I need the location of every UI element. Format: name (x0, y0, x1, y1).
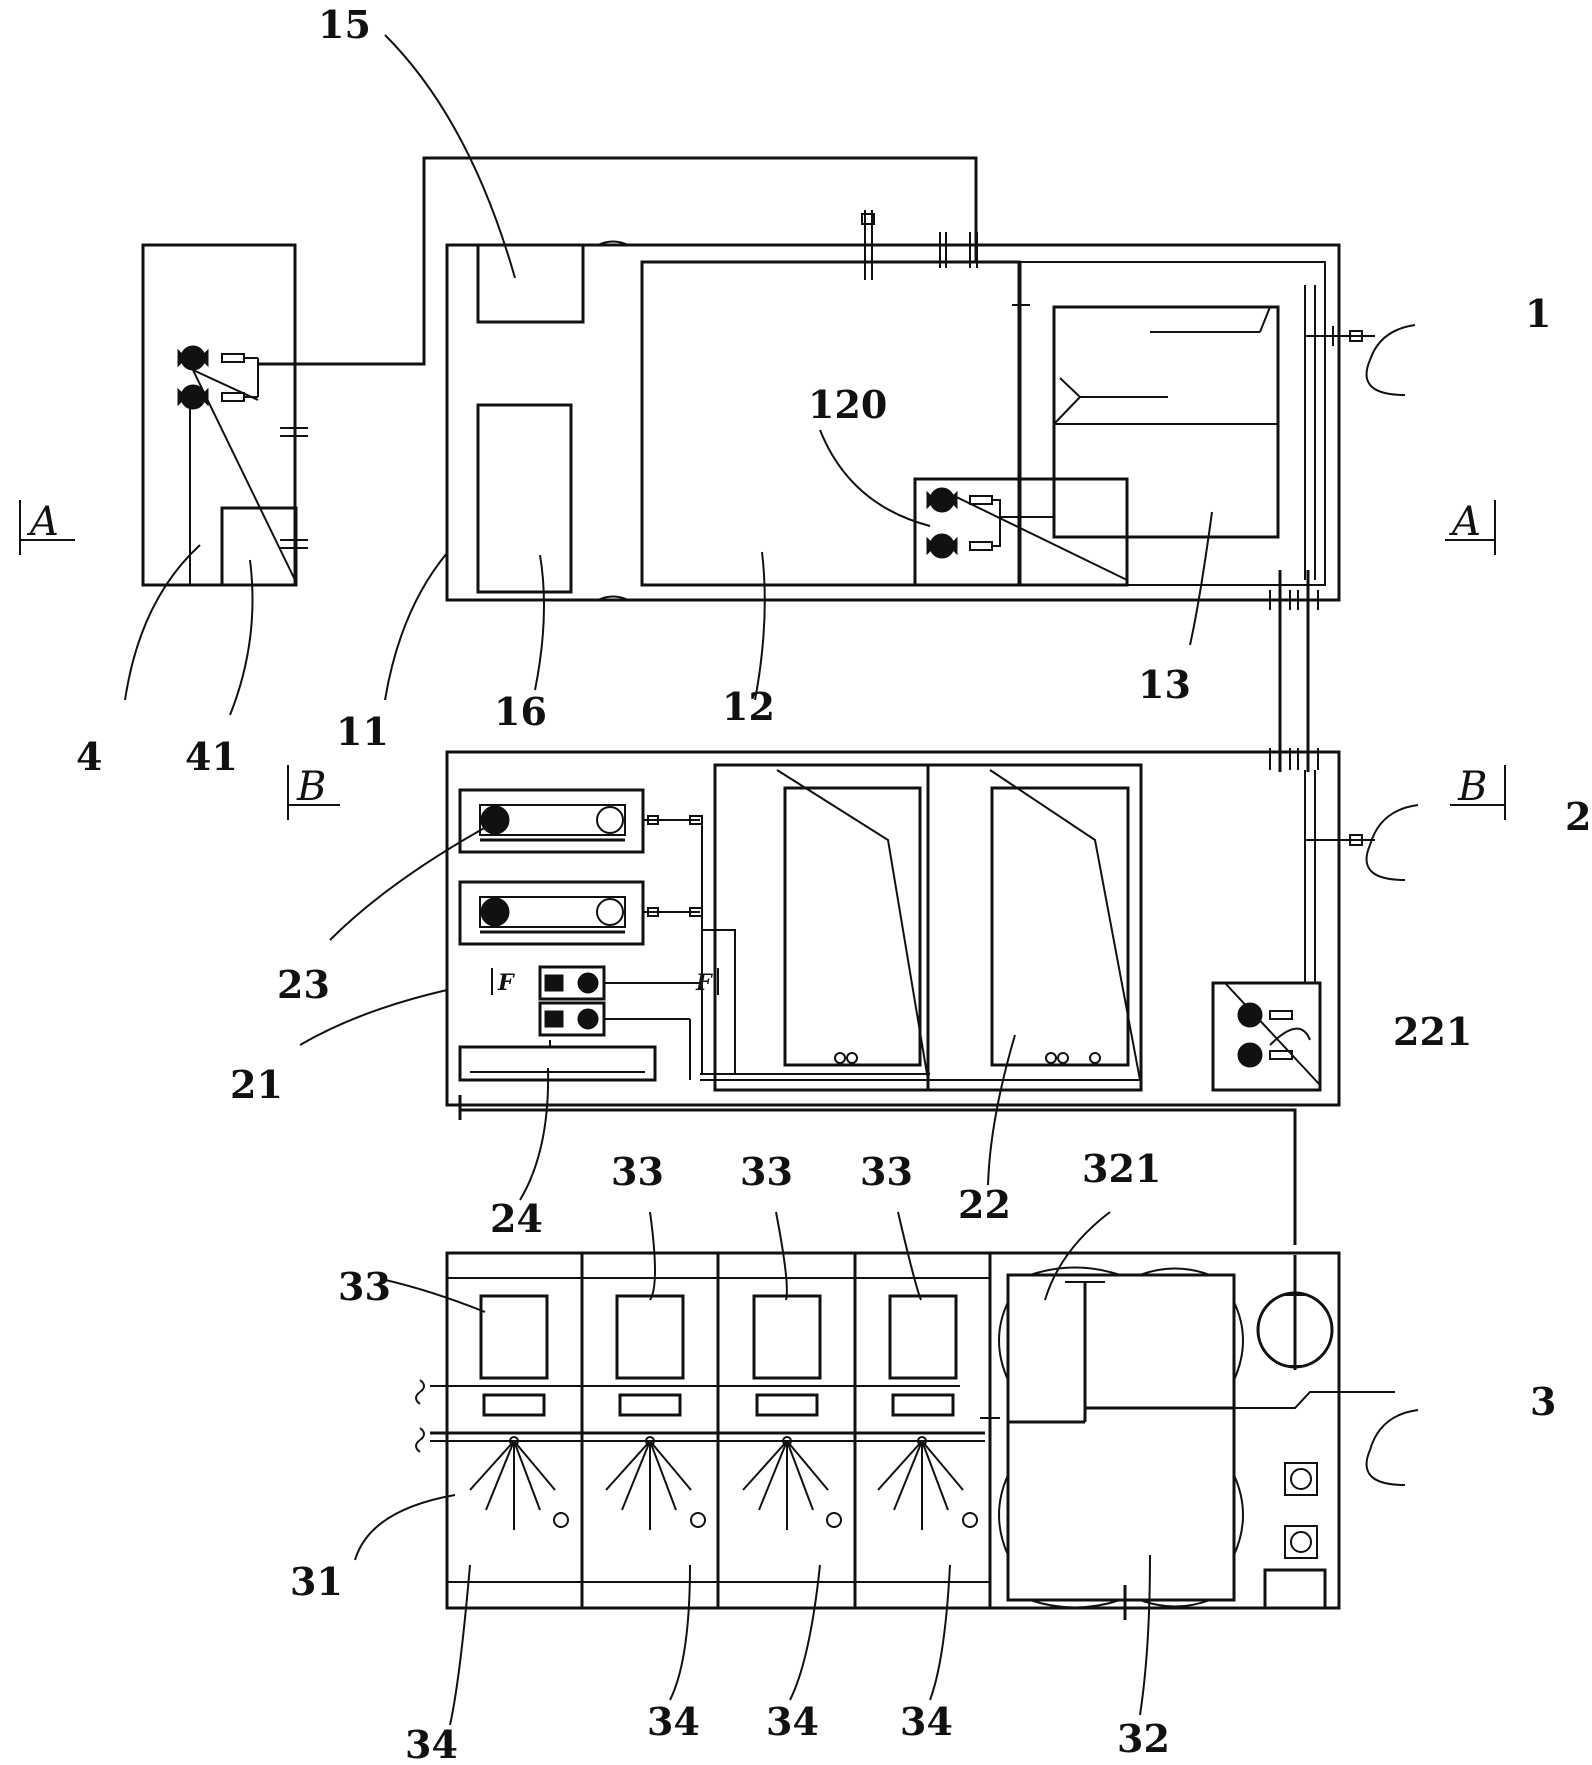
pump-icon (926, 487, 993, 513)
section-mark-a-right: A (1448, 499, 1481, 545)
label-221: 221 (1393, 1009, 1472, 1054)
pump-icon (177, 345, 245, 371)
label-32: 32 (1117, 1716, 1170, 1760)
label-33-d: 33 (338, 1264, 391, 1309)
label-1: 1 (1525, 291, 1551, 336)
label-2: 2 (1565, 794, 1591, 839)
unit-2 (445, 750, 1375, 1245)
label-33-a: 33 (611, 1149, 664, 1194)
section-mark-a-left: A (26, 499, 59, 545)
label-120: 120 (808, 382, 887, 427)
spray-nozzle-icon (469, 1436, 569, 1530)
reference-numerals: 15 1 120 4 41 11 16 12 13 2 23 21 221 24… (76, 2, 1591, 1765)
spray-nozzle-icon (742, 1436, 842, 1530)
label-41: 41 (185, 734, 238, 779)
unit-3 (415, 1251, 1395, 1620)
label-34-c: 34 (766, 1699, 819, 1744)
label-31: 31 (290, 1559, 343, 1604)
unit-1 (445, 210, 1375, 602)
pump-icon (544, 1008, 599, 1030)
label-33-c: 33 (860, 1149, 913, 1194)
pump-icon (1237, 1002, 1293, 1028)
leader-lines (124, 34, 1419, 1726)
section-marks: A A B B F F (19, 499, 1506, 996)
label-3: 3 (1530, 1379, 1556, 1424)
section-mark-b-left: B (296, 764, 326, 810)
pump-icon (177, 384, 245, 410)
label-21: 21 (230, 1062, 283, 1107)
label-33-b: 33 (740, 1149, 793, 1194)
pump-icon (926, 533, 993, 559)
label-23: 23 (277, 962, 330, 1007)
compressor-icon (479, 804, 626, 842)
label-16: 16 (494, 689, 547, 734)
label-24: 24 (490, 1196, 543, 1241)
section-mark-b-right: B (1457, 764, 1487, 810)
label-34-a: 34 (405, 1722, 458, 1760)
section-mark-f-right: F (695, 970, 713, 996)
label-4: 4 (76, 734, 102, 779)
compressor-icon (479, 896, 626, 934)
label-13: 13 (1138, 662, 1191, 707)
label-321: 321 (1082, 1146, 1161, 1191)
spray-nozzle-icon (605, 1436, 706, 1530)
generator-icon (1284, 1525, 1318, 1559)
label-34-d: 34 (900, 1699, 953, 1744)
label-15: 15 (318, 2, 371, 47)
pump-icon (544, 972, 599, 994)
label-34-b: 34 (647, 1699, 700, 1744)
unit-4 (141, 156, 978, 587)
spray-nozzle-icon (877, 1436, 978, 1530)
label-22: 22 (958, 1182, 1011, 1227)
label-11: 11 (336, 709, 389, 754)
label-12: 12 (722, 684, 775, 729)
generator-icon (1284, 1462, 1318, 1496)
pump-icon (1237, 1042, 1293, 1068)
section-mark-f-left: F (497, 970, 515, 996)
